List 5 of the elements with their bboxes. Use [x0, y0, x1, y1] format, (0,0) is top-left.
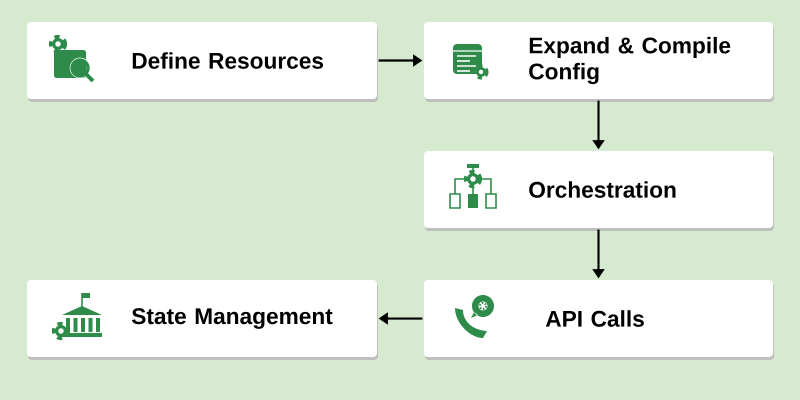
process-box: State Management: [27, 280, 378, 360]
process-box: Define Resources: [27, 22, 378, 102]
process-box: Expand & Compile Config: [424, 22, 774, 102]
process-box: API Calls: [424, 280, 774, 360]
process-box: Orchestration: [424, 151, 774, 231]
